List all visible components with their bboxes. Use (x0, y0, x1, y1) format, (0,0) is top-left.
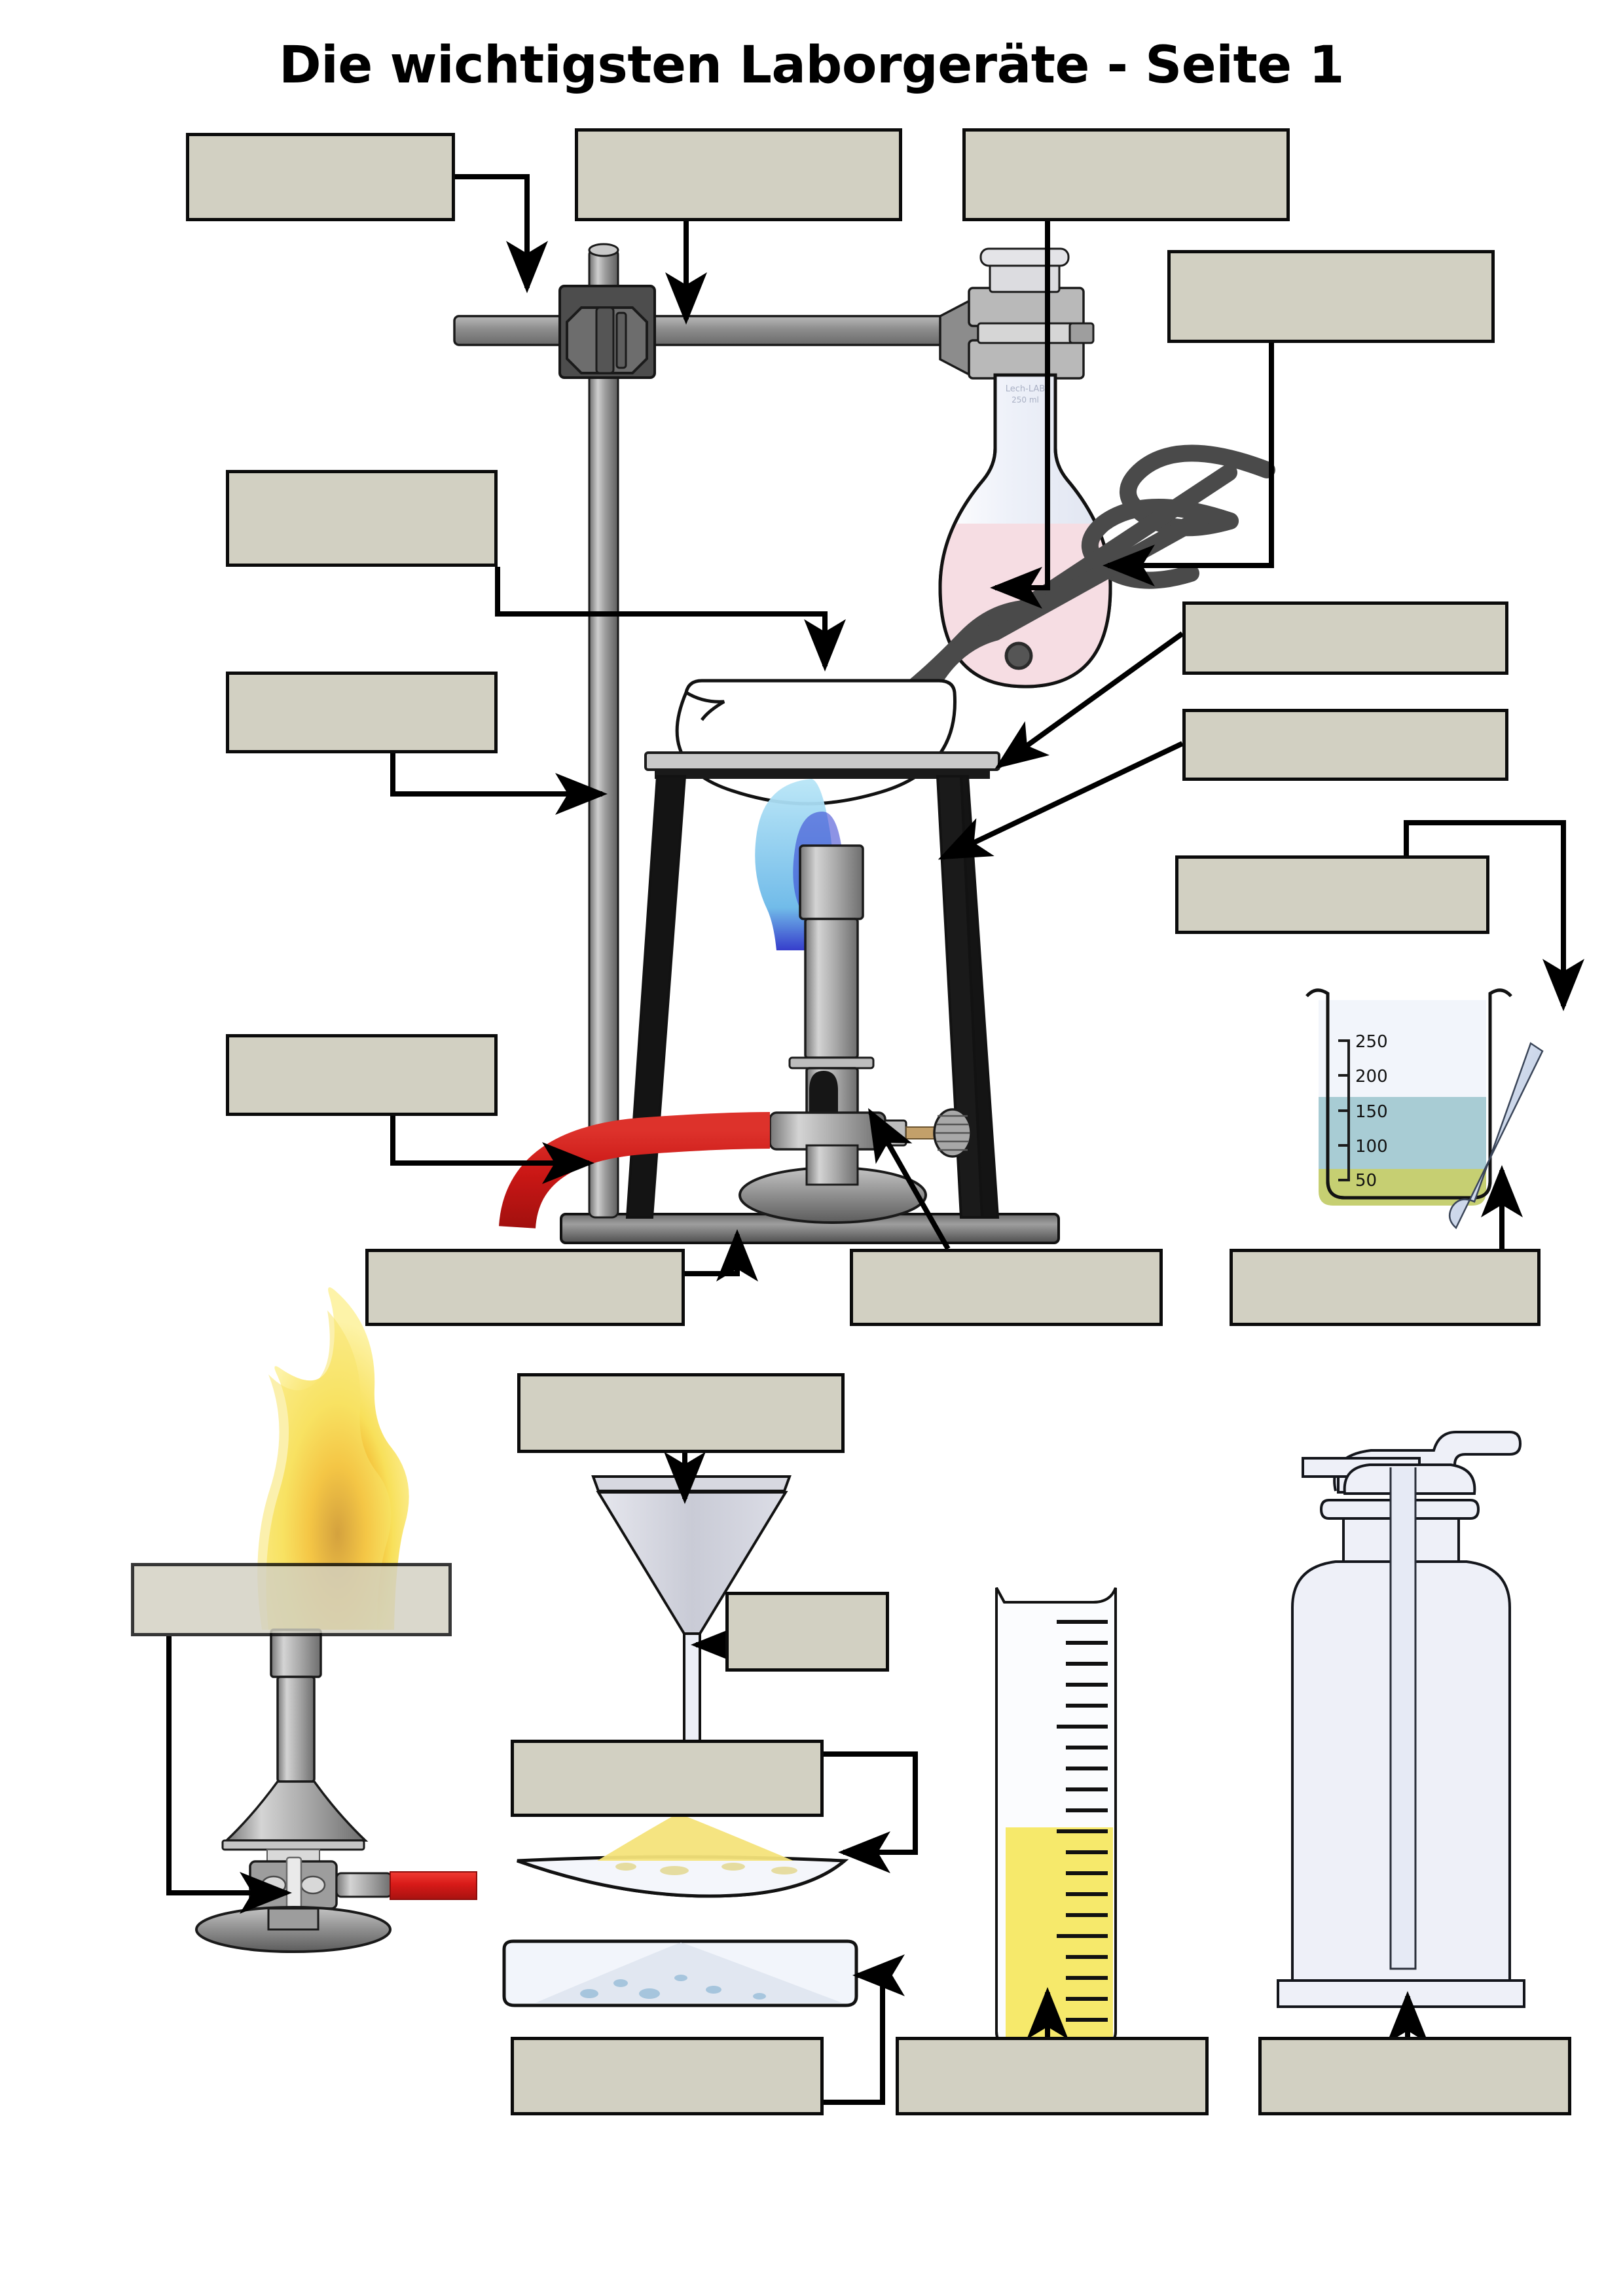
label-box-7[interactable] (1182, 601, 1508, 675)
label-box-17[interactable] (511, 1740, 824, 1817)
stirring-rod (1448, 1042, 1544, 1230)
beaker: 250 200 150 100 50 (1305, 988, 1544, 1230)
page-title: Die wichtigsten Laborgeräte - Seite 1 (278, 36, 1345, 95)
label-box-11[interactable] (365, 1249, 685, 1326)
label-box-10[interactable] (226, 1034, 498, 1116)
label-box-15[interactable] (725, 1592, 889, 1672)
label-box-14[interactable] (517, 1373, 845, 1453)
label-box-19[interactable] (896, 2037, 1209, 2115)
label-box-16[interactable] (131, 1563, 452, 1636)
luminous-flame (257, 1287, 409, 1630)
graduated-cylinder (942, 1587, 1156, 2070)
beaker-tick-150: 150 (1355, 1102, 1388, 1122)
watch-glass (517, 1814, 849, 1898)
beaker-tick-250: 250 (1355, 1032, 1388, 1052)
label-box-6[interactable] (226, 672, 498, 753)
label-box-2[interactable] (575, 128, 902, 221)
tongs-pivot (1004, 641, 1033, 670)
label-box-3[interactable] (962, 128, 1290, 221)
beaker-tick-100: 100 (1355, 1137, 1388, 1157)
label-box-12[interactable] (850, 1249, 1163, 1326)
svg-text:Lech-LAB: Lech-LAB (1006, 384, 1045, 394)
label-box-1[interactable] (186, 133, 455, 221)
label-box-5[interactable] (226, 470, 498, 567)
beaker-tick-50: 50 (1355, 1171, 1377, 1191)
horizontal-rod-assembly (453, 315, 953, 346)
rubber-hose (499, 1112, 771, 1229)
beaker-scale-marks (1338, 1039, 1350, 1181)
teclu-burner (195, 1628, 477, 1953)
crystallizing-dish (502, 1939, 858, 2007)
svg-text:250 ml: 250 ml (1012, 395, 1039, 404)
label-box-20[interactable] (1258, 2037, 1571, 2115)
wire-gauze-plate (644, 751, 1000, 779)
tripod (625, 775, 1000, 1219)
flask-clamp (939, 247, 1095, 380)
wash-bottle (1277, 1431, 1525, 2008)
label-box-18[interactable] (511, 2037, 824, 2115)
label-box-9[interactable] (1175, 855, 1489, 934)
beaker-tick-200: 200 (1355, 1067, 1388, 1086)
label-box-13[interactable] (1230, 1249, 1541, 1326)
label-box-4[interactable] (1167, 250, 1495, 343)
boss-head-clamp (558, 285, 656, 379)
graduated-cylinder-ticks (1057, 1620, 1108, 2022)
label-box-8[interactable] (1182, 709, 1508, 781)
